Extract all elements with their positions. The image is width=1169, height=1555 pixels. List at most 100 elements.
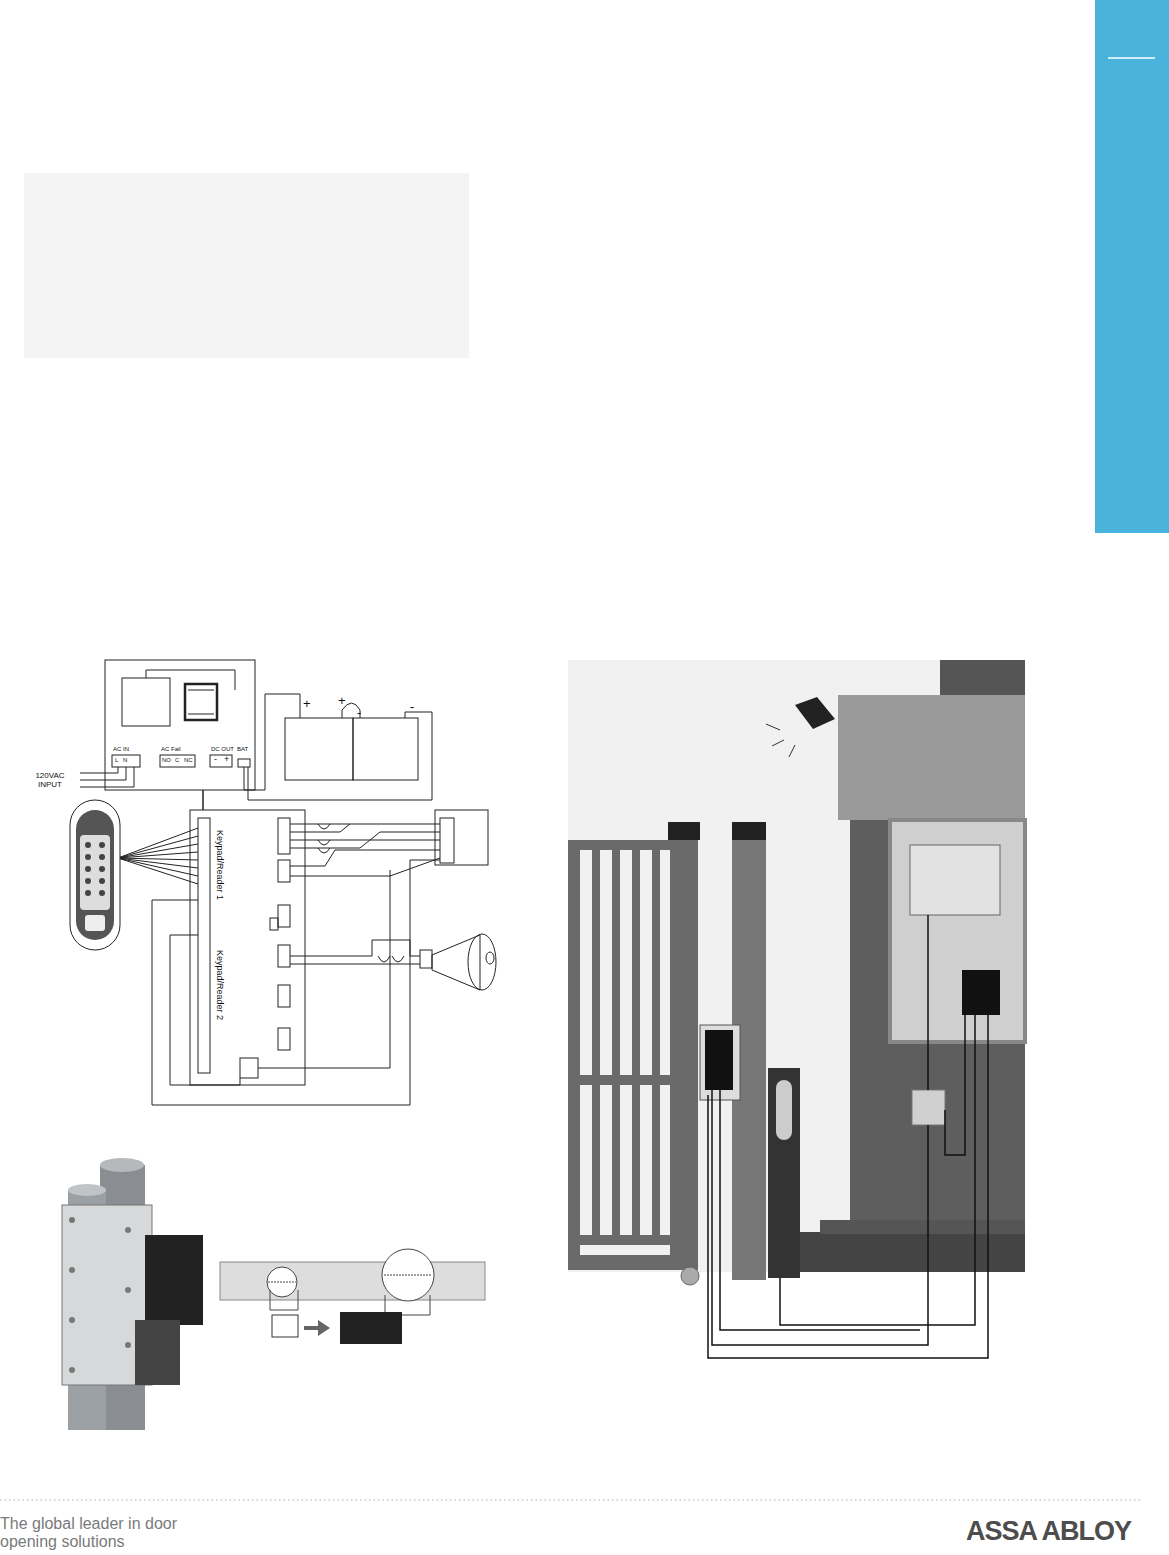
drawing-g <box>69 1217 131 1373</box>
drawing-circle <box>69 1217 75 1223</box>
drawing-rect <box>660 850 670 1075</box>
drawing-path <box>304 1320 330 1336</box>
drawing-rect <box>278 985 290 1007</box>
drawing-rect <box>185 684 217 720</box>
drawing-line <box>384 1275 432 1276</box>
drawing-ellipse <box>486 952 494 964</box>
node-label: Keypad/Reader 2 <box>214 950 224 1020</box>
drawing-g <box>708 915 988 1358</box>
drawing-polyline <box>720 1090 920 1330</box>
drawing-circle <box>99 866 105 872</box>
drawing-rect <box>272 1315 298 1337</box>
drawing-rect <box>912 1090 945 1125</box>
drawing-rect <box>210 755 232 767</box>
drawing-rect <box>278 945 290 967</box>
drawing-rect <box>705 1030 733 1090</box>
drawing-rect <box>568 840 698 1270</box>
drawing-rect <box>580 1085 592 1235</box>
drawing-polyline <box>290 964 420 965</box>
drawing-rect <box>440 818 454 863</box>
drawing-g <box>85 842 105 896</box>
drawing-ellipse <box>100 1158 144 1172</box>
drawing-polyline <box>927 915 929 1090</box>
drawing-rect <box>420 950 432 968</box>
drawing-rect <box>768 1068 800 1278</box>
drawing-polyline <box>290 824 350 832</box>
drawing-g <box>62 1158 485 1430</box>
drawing-polyline <box>244 694 300 790</box>
drawing-path <box>795 697 835 729</box>
drawing-circle <box>69 1317 75 1323</box>
drawing-circle <box>681 1267 699 1285</box>
drawing-rect <box>776 1080 792 1140</box>
drawing-rect <box>910 845 1000 915</box>
terminal-label: + <box>224 755 229 765</box>
drawing-rect <box>668 822 700 840</box>
terminal-label: N <box>123 757 127 764</box>
battery-sign: + <box>338 694 346 708</box>
drawing-ellipse <box>68 1184 106 1196</box>
drawing-rect <box>278 818 290 854</box>
drawing-rect <box>85 915 105 931</box>
drawing-path <box>432 935 480 990</box>
drawing-polyline <box>290 824 440 825</box>
drawing-line <box>188 690 214 691</box>
battery-sign: - <box>410 700 414 714</box>
drawing-circle <box>125 1342 131 1348</box>
terminal-label: NC <box>184 757 193 764</box>
drawing-rect <box>600 1085 612 1235</box>
drawing-line <box>1108 57 1155 59</box>
drawing-circle <box>99 890 105 896</box>
drawing-polyline <box>290 840 440 841</box>
node-label: Keypad/Reader 1 <box>214 830 224 900</box>
drawing-rect <box>850 820 1025 1270</box>
terminal-label: L <box>115 757 118 764</box>
drawing-g <box>580 850 670 1255</box>
drawing-rect <box>105 660 255 790</box>
brand-logo: ASSA ABLOY <box>966 1517 1131 1547</box>
drawing-circle <box>85 890 91 896</box>
drawing-line <box>0 1500 1140 1501</box>
drawing-rect <box>640 1085 652 1235</box>
drawing-polyline <box>258 870 390 1068</box>
drawing-rect <box>660 1085 670 1235</box>
drawing-circle <box>125 1227 131 1233</box>
drawing-g <box>70 800 120 950</box>
drawing-polyline <box>945 1015 965 1155</box>
drawing-circle <box>85 854 91 860</box>
drawing-rect <box>285 718 353 780</box>
drawing-rect <box>24 173 469 358</box>
drawing-polyline <box>290 858 440 876</box>
drawing-polyline <box>248 712 432 800</box>
drawing-polyline <box>152 860 440 1105</box>
drawing-rect <box>940 660 1025 695</box>
drawing-path <box>318 824 330 853</box>
drawing-rect <box>732 822 766 840</box>
drawing-circle <box>69 1267 75 1273</box>
drawing-rect <box>640 850 652 1075</box>
power-supply-box: AC INAC FailDC OUTBAT <box>105 660 255 790</box>
drawing-circle <box>267 1267 297 1297</box>
node-label: AC Fail <box>161 746 181 753</box>
drawing-circle <box>382 1249 434 1301</box>
node-label: BAT <box>237 746 248 753</box>
drawing-rect <box>353 718 418 780</box>
drawing-path <box>378 956 404 962</box>
drawing-circle <box>125 1287 131 1293</box>
drawing-circle <box>85 878 91 884</box>
drawing-g <box>568 660 1025 1358</box>
drawing-rect <box>145 1235 203 1325</box>
drawing-rect <box>890 820 1025 1042</box>
drawing-rect <box>580 1245 670 1255</box>
drawing-rect <box>580 850 592 1075</box>
drawing-polyline <box>290 940 420 956</box>
drawing-polyline <box>708 1015 988 1358</box>
drawing-path <box>270 1290 430 1315</box>
drawing-polyline <box>712 1090 928 1345</box>
drawing-circle <box>99 854 105 860</box>
drawing-rect <box>70 800 120 950</box>
drawing-rect <box>1095 0 1169 533</box>
drawing-polyline <box>780 1015 975 1325</box>
